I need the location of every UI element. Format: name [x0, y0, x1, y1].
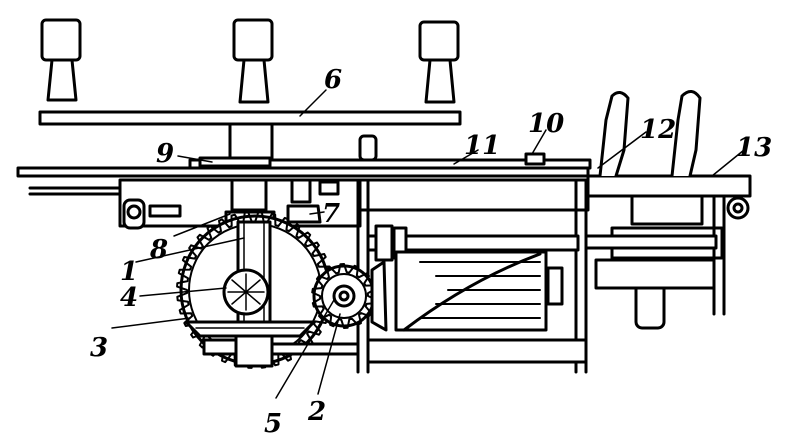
top-handles	[38, 18, 462, 162]
reference-numerals: 6 9 10 11 12 13 7 8 1 4 3 5 2	[90, 65, 772, 439]
label-9: 9	[156, 139, 174, 169]
lever-right	[670, 90, 702, 178]
label-1: 1	[120, 257, 138, 287]
handle-center	[232, 18, 274, 62]
label-4: 4	[120, 283, 138, 313]
horizontal-shaft	[366, 234, 580, 252]
handle-center-stem	[238, 58, 270, 104]
bevel-pinion	[370, 260, 388, 332]
label-13: 13	[736, 133, 772, 163]
label-2: 2	[307, 397, 326, 427]
label-12: 12	[640, 115, 676, 145]
label-5: 5	[264, 409, 282, 439]
upper-rail	[16, 134, 592, 196]
label-8: 8	[149, 235, 168, 265]
label-11: 11	[464, 131, 500, 161]
label-3: 3	[90, 333, 108, 363]
pivot-pin	[726, 196, 750, 220]
pinion-teeth	[311, 263, 377, 329]
handle-right-stem	[424, 58, 456, 104]
handle-right	[418, 20, 460, 62]
leader-lines	[111, 89, 745, 399]
label-10: 10	[528, 109, 564, 139]
cam-block	[394, 250, 564, 332]
label-7: 7	[322, 199, 340, 229]
handle-arm	[38, 110, 462, 126]
bevel-gear-disc	[184, 320, 360, 368]
handle-left	[40, 18, 82, 62]
upper-knob	[358, 134, 378, 162]
lever-left	[598, 91, 630, 178]
pinion-gear	[311, 260, 388, 332]
stop-block	[524, 152, 546, 166]
handle-left-stem	[46, 58, 78, 102]
label-6: 6	[324, 65, 342, 95]
central-column	[228, 122, 274, 162]
